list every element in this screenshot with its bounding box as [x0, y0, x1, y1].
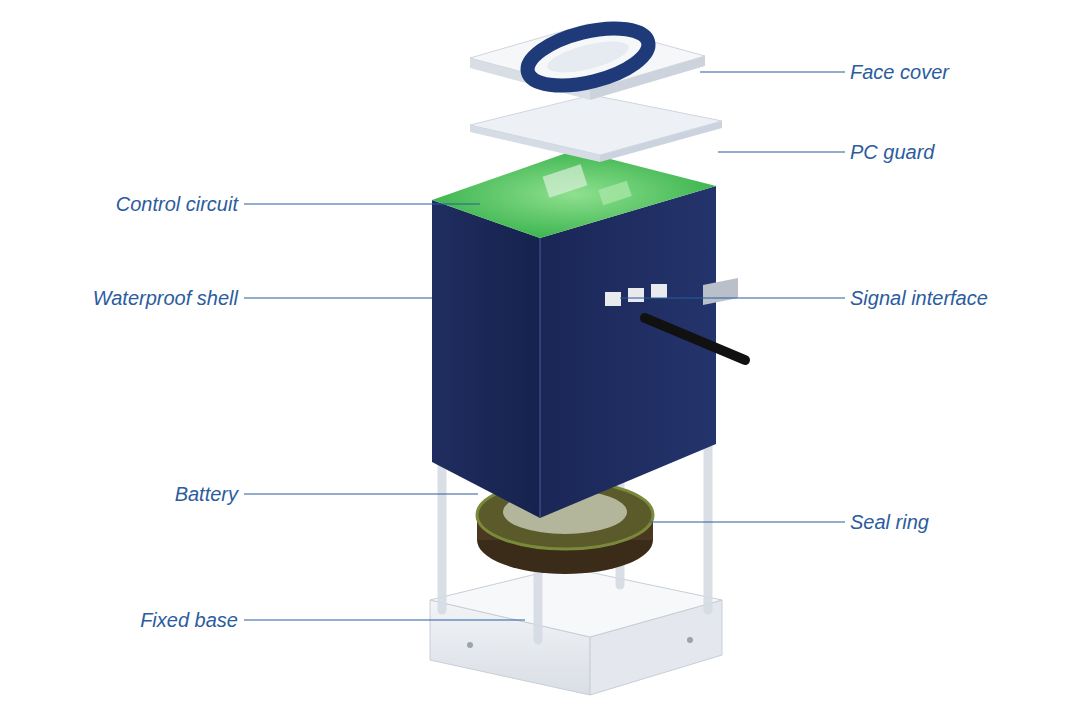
interface-tab	[703, 278, 738, 305]
part-label: Battery	[175, 482, 238, 506]
interface-pin	[628, 288, 644, 302]
fixed-base	[430, 567, 722, 695]
interface-pin	[651, 284, 667, 298]
interface-cable	[645, 318, 745, 360]
interface-pin	[605, 292, 621, 306]
part-label: Face cover	[850, 60, 949, 84]
part-label: Control circuit	[116, 192, 238, 216]
leader-line	[244, 493, 478, 494]
leader-line	[718, 151, 845, 152]
display-ring	[522, 18, 654, 97]
part-label: Fixed base	[140, 608, 238, 632]
circuit-chip	[543, 164, 588, 197]
shell-left-face	[432, 200, 540, 518]
leader-line	[700, 71, 845, 72]
shell-right-face	[540, 186, 716, 518]
part-label: Waterproof shell	[93, 286, 238, 310]
leader-line	[244, 203, 480, 204]
signal-interface-connector	[605, 278, 745, 360]
guard-plate	[470, 95, 722, 155]
display-window	[544, 35, 631, 79]
leader-line	[244, 297, 432, 298]
shell-edge	[539, 238, 541, 518]
base-top-face	[430, 567, 722, 637]
part-label: Signal interface	[850, 286, 988, 310]
part-label: Seal ring	[850, 510, 929, 534]
base-screw	[467, 642, 473, 648]
control-circuit-board	[432, 150, 716, 238]
circuit-chip	[598, 181, 631, 205]
leader-line	[620, 297, 845, 298]
leader-lines	[244, 72, 845, 620]
leader-line	[244, 619, 525, 620]
pc-guard	[470, 95, 722, 162]
part-label: PC guard	[850, 140, 935, 164]
face-cover	[470, 18, 705, 100]
base-screw	[687, 637, 693, 643]
leader-line	[650, 521, 845, 522]
